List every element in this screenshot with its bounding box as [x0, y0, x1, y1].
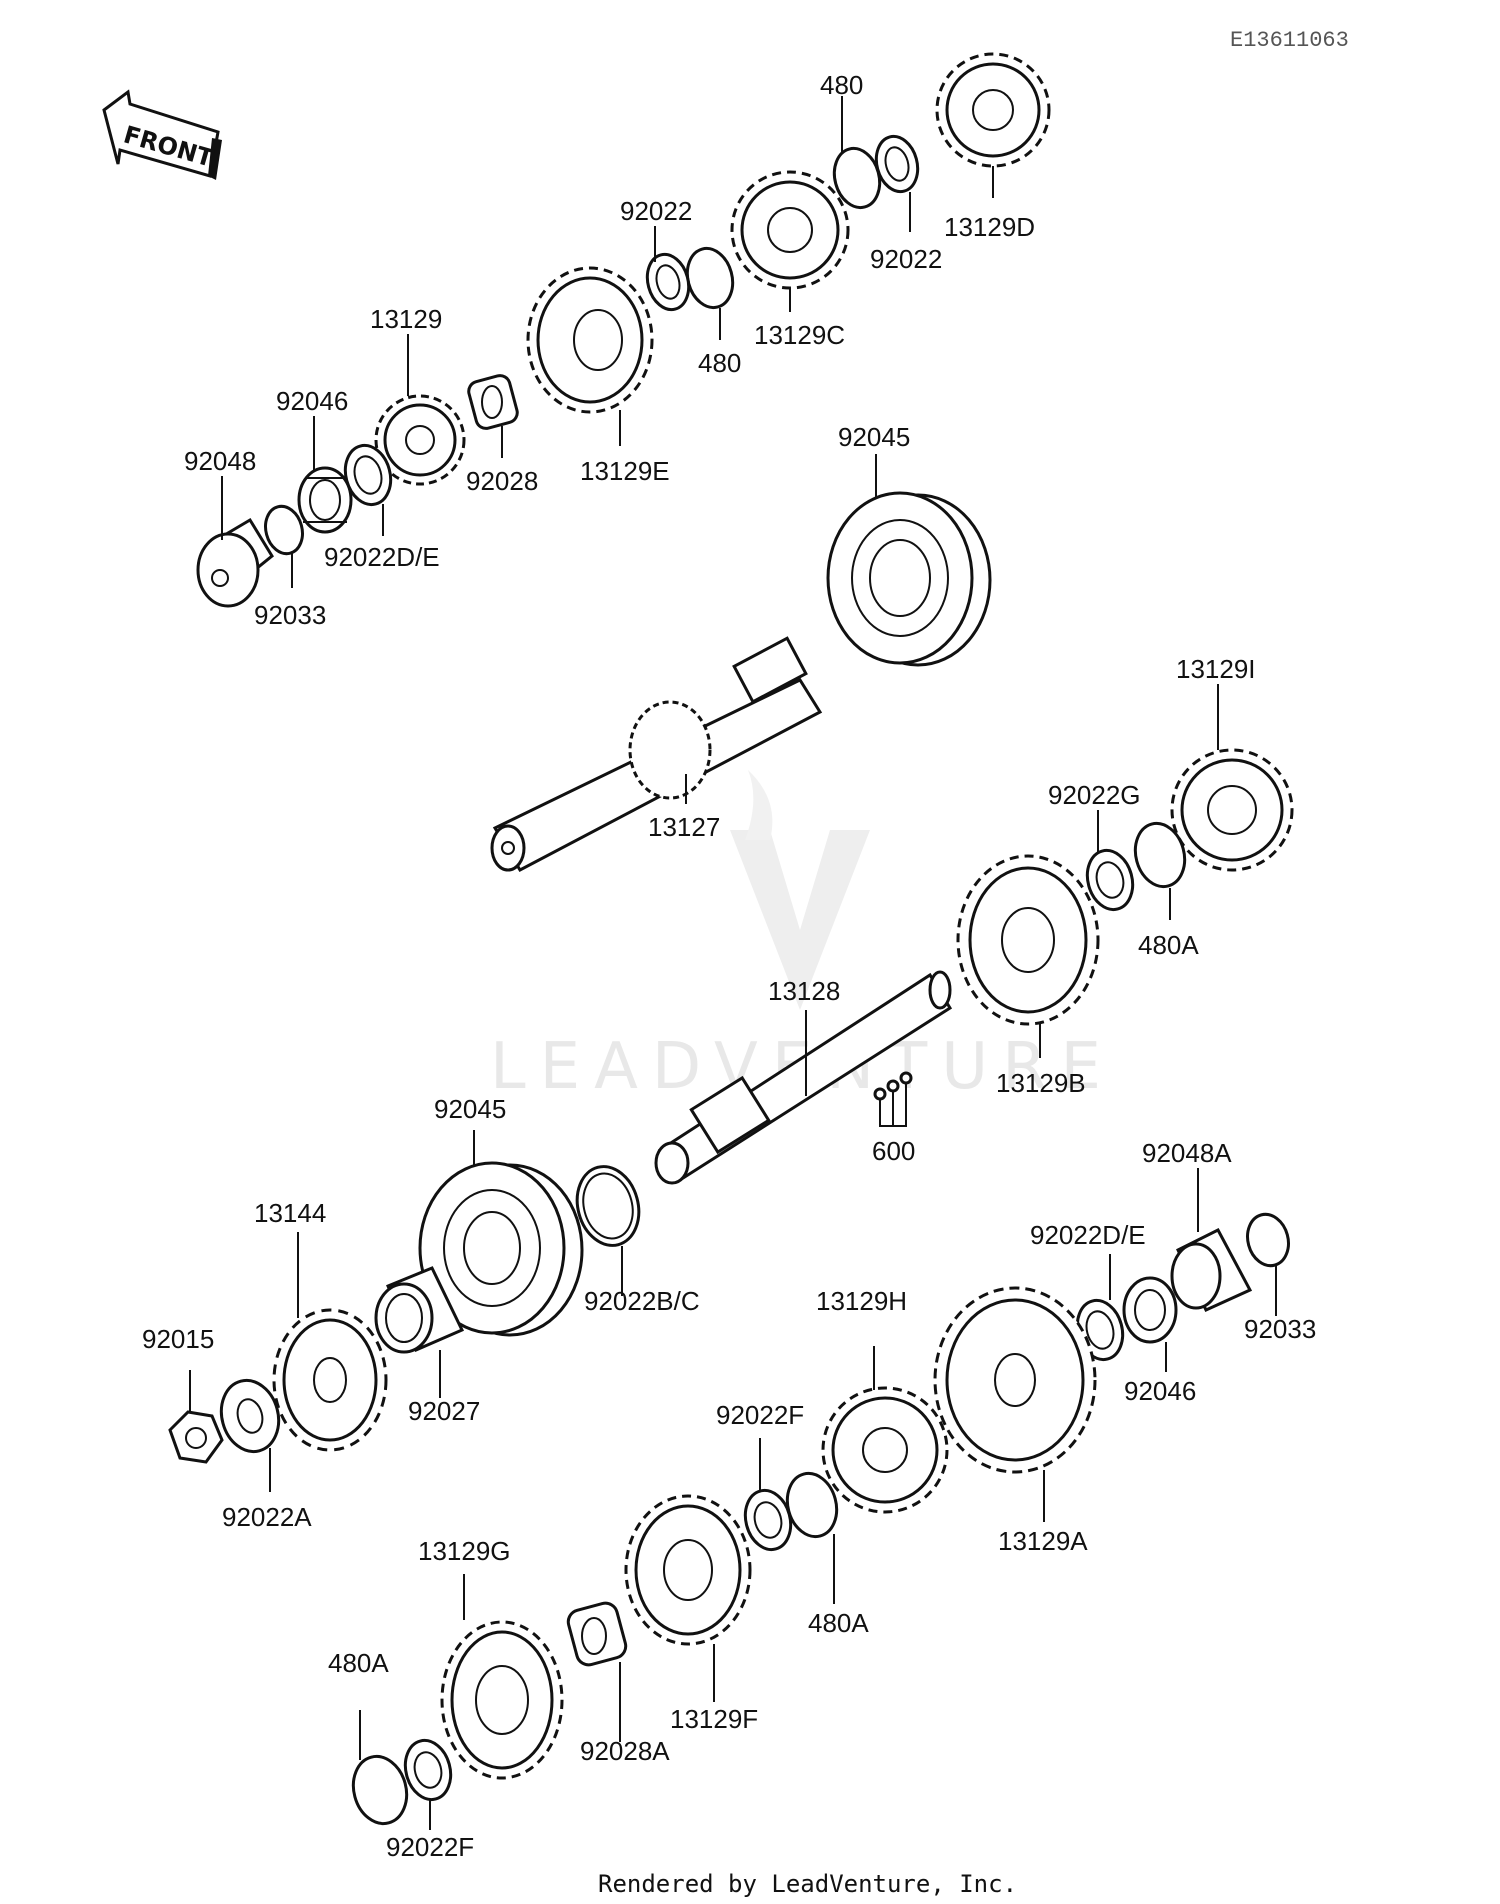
label-13129H: 13129H: [816, 1286, 907, 1316]
label-13127: 13127: [648, 812, 720, 842]
needle-bearing-92046-bottom: [1122, 1276, 1178, 1344]
label-92022-top-left: 92022: [620, 196, 692, 226]
label-13129B: 13129B: [996, 1068, 1086, 1098]
label-92022DE-top: 92022D/E: [324, 542, 440, 572]
callout-labels: 480 92022 13129D 92022 480 13129C 13129 …: [142, 70, 1316, 1862]
needle-bearing-92046-top: [297, 466, 353, 534]
label-92028A: 92028A: [580, 1736, 670, 1766]
ball-bearing-92045-bottom: [418, 1161, 584, 1337]
label-92033-top: 92033: [254, 600, 326, 630]
label-480A-bottom: 480A: [328, 1648, 389, 1678]
washer-92022A: [219, 1378, 281, 1454]
label-480-mid: 480: [698, 348, 741, 378]
washer-92022F-bottom: [403, 1738, 453, 1802]
collar-92027: [374, 1266, 465, 1354]
label-13129F: 13129F: [670, 1704, 758, 1734]
label-92045-top: 92045: [838, 422, 910, 452]
label-92022DE-bottom: 92022D/E: [1030, 1220, 1146, 1250]
label-13128: 13128: [768, 976, 840, 1006]
label-92015: 92015: [142, 1324, 214, 1354]
shaft-13127: [490, 636, 823, 872]
gear-13129E: [526, 266, 654, 414]
gear-13129B: [956, 854, 1100, 1026]
washer-92022BC: [575, 1165, 641, 1247]
bushing-92028A: [566, 1601, 628, 1667]
footer-credit: Rendered by LeadVenture, Inc.: [598, 1870, 1017, 1898]
gear-13129A: [933, 1286, 1097, 1474]
gear-13129H: [821, 1386, 949, 1514]
label-92027: 92027: [408, 1396, 480, 1426]
washer-92022-top-left: [645, 252, 691, 312]
ball-bearing-92045-top: [826, 491, 992, 667]
circlip-92033-top: [264, 504, 304, 556]
collar-92048A: [1170, 1228, 1253, 1312]
label-92033-bottom: 92033: [1244, 1314, 1316, 1344]
nut-92015: [168, 1410, 224, 1464]
label-92046-bottom: 92046: [1124, 1376, 1196, 1406]
gear-13129F: [624, 1494, 752, 1646]
reference-code: E13611063: [1230, 28, 1349, 53]
label-13144: 13144: [254, 1198, 326, 1228]
label-92045-bottom: 92045: [434, 1094, 506, 1124]
label-92022A: 92022A: [222, 1502, 312, 1532]
label-13129C: 13129C: [754, 320, 845, 350]
label-92022F-mid: 92022F: [716, 1400, 804, 1430]
circlip-92033-bottom: [1246, 1212, 1290, 1268]
circlip-480A-bottom: [351, 1754, 409, 1826]
label-92046-top: 92046: [276, 386, 348, 416]
label-92022BC: 92022B/C: [584, 1286, 700, 1316]
label-92022G: 92022G: [1048, 780, 1141, 810]
leader-lines: [189, 96, 1277, 1830]
sprocket-13144: [272, 1308, 388, 1452]
label-92022-top-right: 92022: [870, 244, 942, 274]
label-13129E: 13129E: [580, 456, 670, 486]
gear-13129: [374, 394, 466, 486]
washer-92022DE-top: [343, 443, 393, 507]
bushing-92028: [467, 374, 519, 430]
gear-13129I: [1170, 748, 1294, 872]
label-13129A: 13129A: [998, 1526, 1088, 1556]
label-480-top: 480: [820, 70, 863, 100]
label-92048A: 92048A: [1142, 1138, 1232, 1168]
label-13129I: 13129I: [1176, 654, 1256, 684]
washer-92022G: [1085, 848, 1135, 912]
circlip-480-top: [832, 146, 882, 210]
label-92048: 92048: [184, 446, 256, 476]
circlip-480A-right: [1133, 821, 1187, 889]
label-480A-right: 480A: [1138, 930, 1199, 960]
gear-13129C: [730, 170, 850, 290]
label-600: 600: [872, 1136, 915, 1166]
label-13129: 13129: [370, 304, 442, 334]
gear-13129D: [935, 52, 1051, 168]
label-13129G: 13129G: [418, 1536, 511, 1566]
balls-600: [873, 1071, 913, 1101]
label-13129D: 13129D: [944, 212, 1035, 242]
gear-13129G: [440, 1620, 564, 1780]
label-92022F-bottom: 92022F: [386, 1832, 474, 1862]
label-92028: 92028: [466, 466, 538, 496]
label-480A-mid: 480A: [808, 1608, 869, 1638]
